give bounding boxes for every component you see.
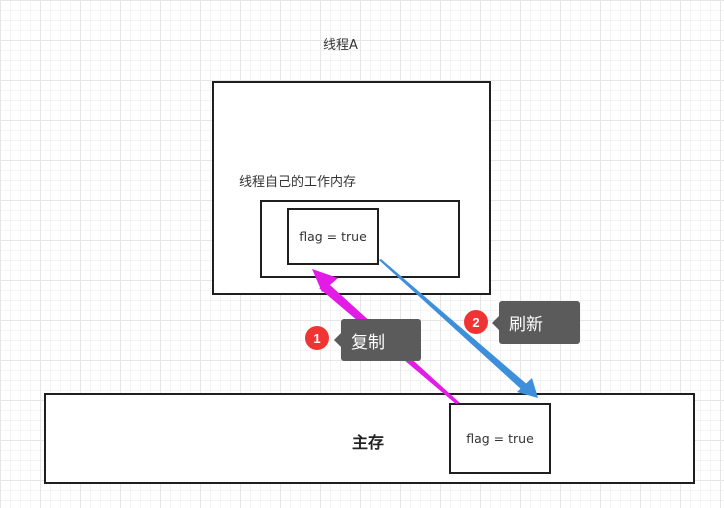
flush-arrow-shaft	[379, 259, 529, 390]
step-2-badge: 2	[464, 310, 488, 334]
main-memory-label: 主存	[352, 433, 385, 452]
working-memory-label: 线程自己的工作内存	[239, 175, 357, 190]
working-memory-flag-box: flag = true	[287, 208, 379, 265]
copy-arrow-head	[312, 269, 338, 292]
main-memory-box	[44, 393, 695, 484]
step-1-badge: 1	[305, 326, 329, 350]
flush-arrow-head	[517, 378, 538, 398]
step-1-label: 复制	[334, 319, 421, 361]
main-memory-flag-box: flag = true	[449, 403, 551, 474]
thread-title: 线程A	[323, 38, 358, 53]
step-2-label: 刷新	[492, 301, 580, 344]
